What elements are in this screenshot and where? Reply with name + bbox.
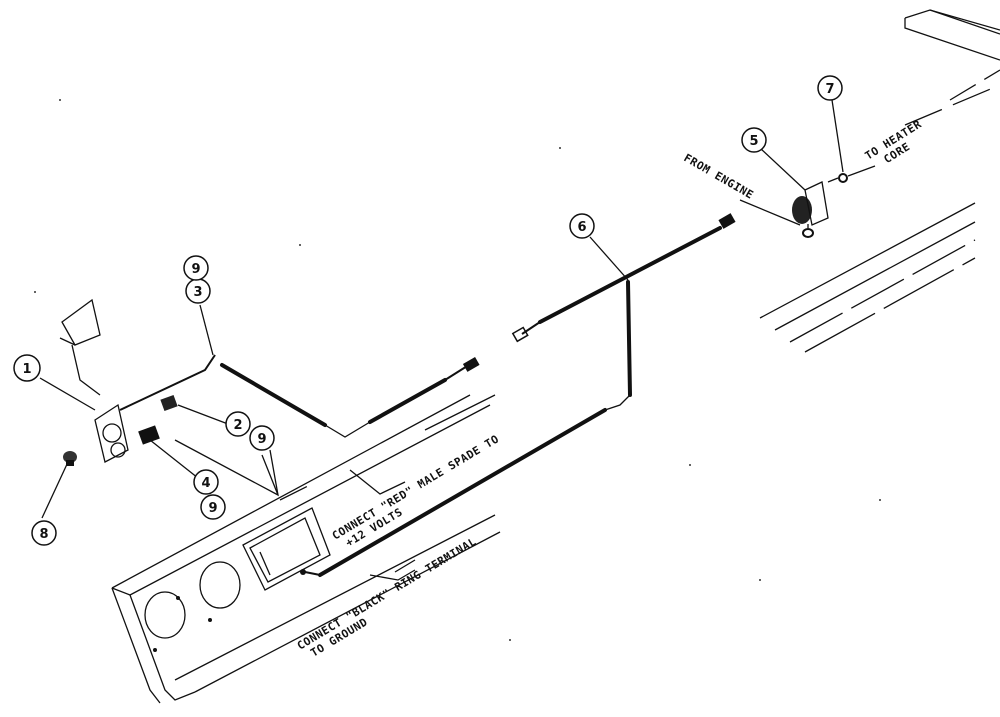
note-to-heater: TO HEATER CORE [863, 118, 924, 167]
note-from-engine: FROM ENGINE [682, 151, 756, 201]
callout-8: 8 [31, 520, 57, 546]
callout-1: 1 [13, 354, 41, 382]
svg-text:3: 3 [193, 285, 202, 300]
callouts: 1 2 3 4 5 6 7 8 [13, 75, 843, 546]
leader-lines [39, 99, 844, 581]
svg-text:6: 6 [577, 220, 586, 235]
heater-valve [739, 165, 876, 238]
callout-5: 5 [741, 127, 767, 153]
valve-assembly [59, 298, 129, 463]
svg-text:FROM ENGINE: FROM ENGINE [682, 151, 756, 201]
callout-6: 6 [569, 213, 595, 239]
callout-4: 4 [193, 469, 219, 495]
svg-text:CONNECT "BLACK" RING TERMINAL: CONNECT "BLACK" RING TERMINAL [295, 535, 479, 653]
specks [34, 99, 881, 641]
knob-part [63, 451, 77, 466]
dash-channel [111, 394, 501, 704]
upper-right-panel [904, 9, 1000, 126]
relay-part [160, 394, 178, 412]
svg-text:1: 1 [22, 362, 31, 377]
connector-part [138, 425, 160, 445]
svg-text:9: 9 [191, 262, 200, 277]
svg-text:8: 8 [39, 527, 48, 542]
svg-text:2: 2 [233, 418, 242, 433]
callout-2: 2 [225, 411, 251, 437]
callout-3: 3 [185, 278, 211, 304]
svg-text:9: 9 [208, 501, 217, 516]
svg-text:5: 5 [749, 134, 758, 149]
callout-9-mid: 9 [249, 425, 275, 451]
floor-rails [759, 202, 976, 353]
wire-harness [119, 213, 736, 577]
callout-9-top: 9 [183, 255, 209, 281]
svg-text:4: 4 [201, 476, 210, 491]
svg-text:9: 9 [257, 432, 266, 447]
svg-text:7: 7 [825, 82, 834, 97]
note-red-wire: CONNECT "RED" MALE SPADE TO +12 VOLTS [330, 432, 502, 549]
callout-9-bottom: 9 [200, 494, 226, 520]
callout-7: 7 [817, 75, 843, 101]
svg-text:CONNECT "RED" MALE SPADE TO: CONNECT "RED" MALE SPADE TO [330, 432, 502, 542]
note-black-wire: CONNECT "BLACK" RING TERMINAL TO GROUND [295, 535, 479, 660]
